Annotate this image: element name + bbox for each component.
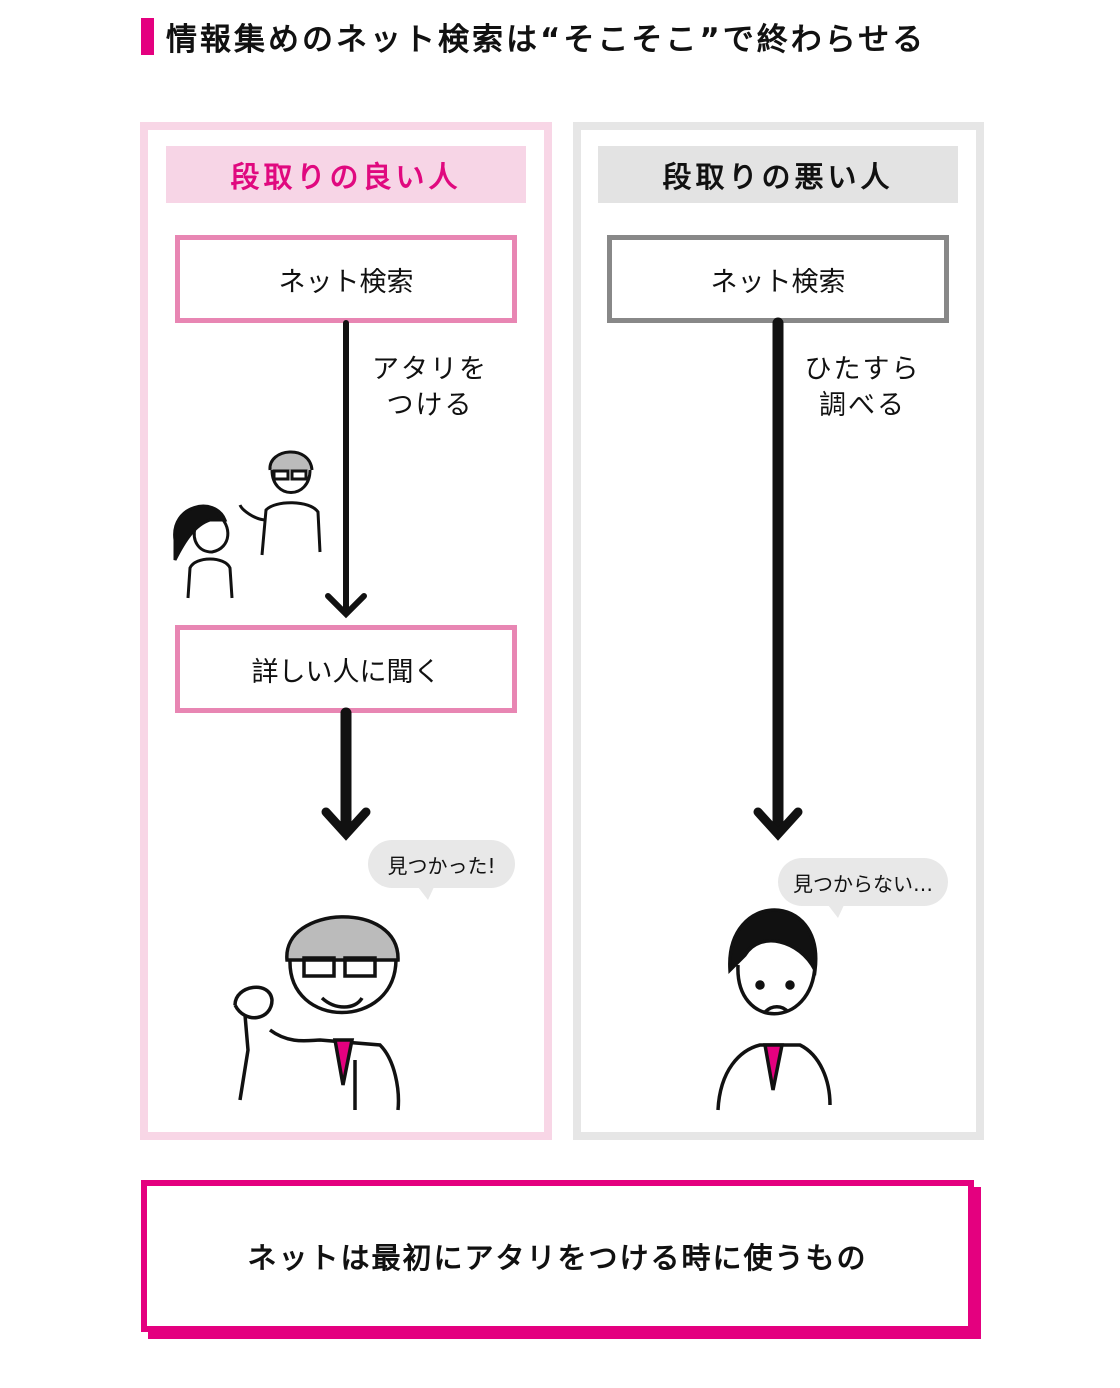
bad-planner-header: 段取りの悪い人 bbox=[598, 146, 958, 203]
happy-man-figure-icon bbox=[233, 915, 401, 1111]
arrow-icon bbox=[325, 320, 367, 619]
label-line: ひたすら bbox=[804, 354, 921, 385]
good-planner-header: 段取りの良い人 bbox=[166, 146, 526, 203]
net-search-box-left: ネット検索 bbox=[175, 235, 517, 323]
woman-figure-icon bbox=[173, 504, 234, 599]
worried-man-figure-icon bbox=[716, 908, 832, 1111]
advisor-figure-icon bbox=[238, 450, 322, 556]
label-line: 調べる bbox=[819, 390, 906, 421]
title-accent-bar bbox=[141, 18, 154, 55]
good-planner-panel bbox=[140, 122, 552, 1140]
arrow-label-right: ひたすら調べる bbox=[800, 352, 925, 424]
arrow-label-left: アタリをつける bbox=[370, 352, 490, 424]
page-title: 情報集めのネット検索は“そこそこ”で終わらせる bbox=[166, 22, 927, 58]
conclusion-box: ネットは最初にアタリをつける時に使うもの bbox=[141, 1180, 974, 1332]
bad-planner-panel bbox=[573, 122, 984, 1140]
label-line: つける bbox=[386, 390, 474, 421]
speech-bubble-found: 見つかった! bbox=[368, 840, 515, 900]
ask-expert-box: 詳しい人に聞く bbox=[175, 625, 517, 713]
arrow-icon bbox=[753, 317, 803, 841]
speech-bubble-not-found: 見つからない… bbox=[778, 858, 948, 918]
label-line: アタリを bbox=[372, 354, 488, 385]
arrow-icon bbox=[321, 707, 371, 841]
